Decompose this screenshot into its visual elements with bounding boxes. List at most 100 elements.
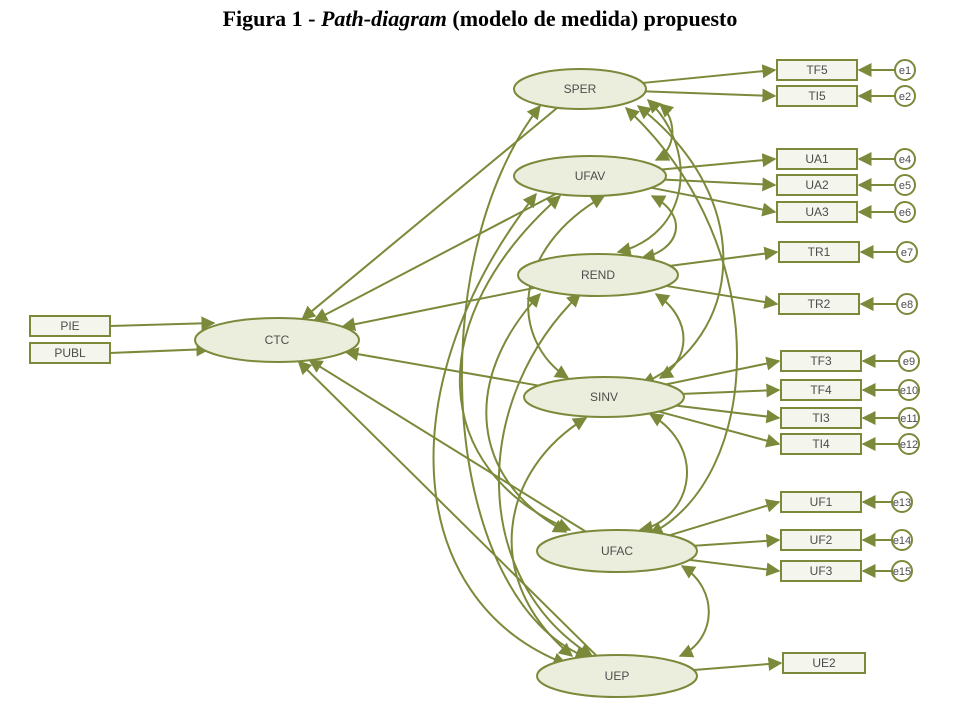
error-e1-label: e1	[899, 65, 911, 77]
path-arrows	[109, 63, 900, 671]
loading-arrow-uf2	[694, 533, 781, 548]
error-e9-label: e9	[903, 356, 915, 368]
loading-arrow-uf3	[689, 558, 781, 577]
loading-arrow-ue2	[693, 657, 783, 671]
cov-sper-ufac	[624, 107, 738, 535]
latent-ufav-label: UFAV	[575, 169, 605, 183]
loading-arrow-ua3	[651, 186, 777, 217]
indicator-ua3-box	[776, 201, 858, 223]
cov-ufav-uep	[432, 192, 568, 666]
error-e2-label: e2	[899, 91, 911, 103]
indicator-uf2-box	[780, 529, 862, 551]
latent-rend-ellipse	[517, 253, 679, 297]
error-e5-circle	[894, 174, 916, 196]
title-prefix: Figura 1 -	[222, 6, 321, 31]
error-e13-circle	[891, 491, 913, 513]
exogenous-pie-box	[29, 315, 111, 337]
error-e11-circle	[898, 407, 920, 429]
cov-ufav-ufac	[458, 195, 572, 532]
latent-sper-ellipse	[513, 68, 647, 110]
cov-rend-ufac	[485, 292, 568, 533]
error-e12-label: e12	[900, 439, 918, 451]
error-e7-circle	[896, 241, 918, 263]
error-e12-circle	[898, 433, 920, 455]
latent-ufav-ellipse	[513, 155, 667, 197]
indicator-tf4-label: TF4	[810, 383, 832, 397]
error-e4-circle	[894, 148, 916, 170]
error-e10-label: e10	[900, 385, 918, 397]
exogenous-pie-label: PIE	[60, 319, 79, 333]
arrow-ufav-ctc	[313, 192, 557, 322]
indicator-tf4-box	[780, 379, 862, 401]
indicator-ti3-label: TI3	[812, 411, 830, 425]
error-e1-circle	[894, 59, 916, 81]
arrow-pie-ctc	[109, 316, 216, 331]
loading-arrow-ti3	[676, 404, 781, 424]
indicator-ua1-box	[776, 148, 858, 170]
figure-title: Figura 1 - Path-diagram (modelo de medid…	[0, 6, 960, 32]
error-e4-label: e4	[899, 154, 911, 166]
arrow-publ-ctc	[109, 342, 211, 357]
cov-rend-sinv	[654, 293, 685, 379]
error-e6-circle	[894, 201, 916, 223]
indicator-ti4-box	[780, 433, 862, 455]
loading-arrow-uf1	[669, 498, 781, 537]
cov-rend-uep	[498, 293, 594, 657]
error-e8-circle	[896, 293, 918, 315]
cov-ufac-uep	[678, 565, 710, 658]
indicator-tf5-box	[776, 59, 858, 81]
error-e9-circle	[898, 350, 920, 372]
latent-uep-label: UEP	[605, 669, 630, 683]
cov-ufav-rend	[640, 195, 677, 263]
latent-ctc-label: CTC	[265, 333, 290, 347]
indicator-ua2-box	[776, 174, 858, 196]
error-e2-circle	[894, 85, 916, 107]
loading-arrow-tr2	[666, 284, 779, 309]
indicator-uf3-label: UF3	[810, 564, 833, 578]
cov-sper-sinv	[636, 105, 725, 386]
title-italic: Path-diagram	[320, 6, 447, 31]
indicator-tf3-box	[780, 350, 862, 372]
loading-arrow-ti4	[658, 410, 781, 448]
loading-arrow-tf3	[665, 356, 781, 386]
indicator-tr1-label: TR1	[808, 245, 831, 259]
latent-ufac-label: UFAC	[601, 544, 633, 558]
loading-arrow-tf5	[642, 64, 777, 84]
exogenous-publ-box	[29, 342, 111, 364]
indicator-ti4-label: TI4	[812, 437, 830, 451]
indicator-uf3-box	[780, 560, 862, 582]
latent-ufac-ellipse	[536, 529, 698, 573]
error-e13-label: e13	[893, 497, 911, 509]
indicator-ua2-label: UA2	[805, 178, 829, 192]
error-e8-label: e8	[901, 299, 913, 311]
indicator-uf1-label: UF1	[810, 495, 833, 509]
cov-sinv-uep	[510, 417, 588, 657]
exogenous-publ-label: PUBL	[54, 346, 86, 360]
indicator-ua3-label: UA3	[805, 205, 829, 219]
indicator-ti5-label: TI5	[808, 89, 826, 103]
indicator-ue2-box	[782, 652, 866, 674]
arrow-sinv-ctc	[344, 347, 539, 387]
indicator-tf5-label: TF5	[806, 63, 828, 77]
cov-sinv-ufac	[638, 413, 688, 535]
indicator-tr1-box	[778, 241, 860, 263]
indicator-tr2-label: TR2	[808, 297, 831, 311]
error-e6-label: e6	[899, 207, 911, 219]
latent-sinv-label: SINV	[590, 390, 618, 404]
loading-arrow-ua2	[664, 177, 777, 192]
latent-ctc-ellipse	[194, 317, 360, 363]
title-suffix: (modelo de medida) propuesto	[446, 6, 738, 31]
error-e10-circle	[898, 379, 920, 401]
indicator-ti3-box	[780, 407, 862, 429]
loading-arrow-tf4	[682, 383, 781, 398]
latent-sper-label: SPER	[564, 82, 597, 96]
arrow-rend-ctc	[341, 286, 535, 332]
latent-uep-ellipse	[536, 654, 698, 698]
indicator-uf2-label: UF2	[810, 533, 833, 547]
error-e11-label: e11	[900, 413, 918, 425]
indicator-tr2-box	[778, 293, 860, 315]
error-e14-label: e14	[893, 535, 911, 547]
loading-arrow-ti5	[645, 88, 777, 103]
